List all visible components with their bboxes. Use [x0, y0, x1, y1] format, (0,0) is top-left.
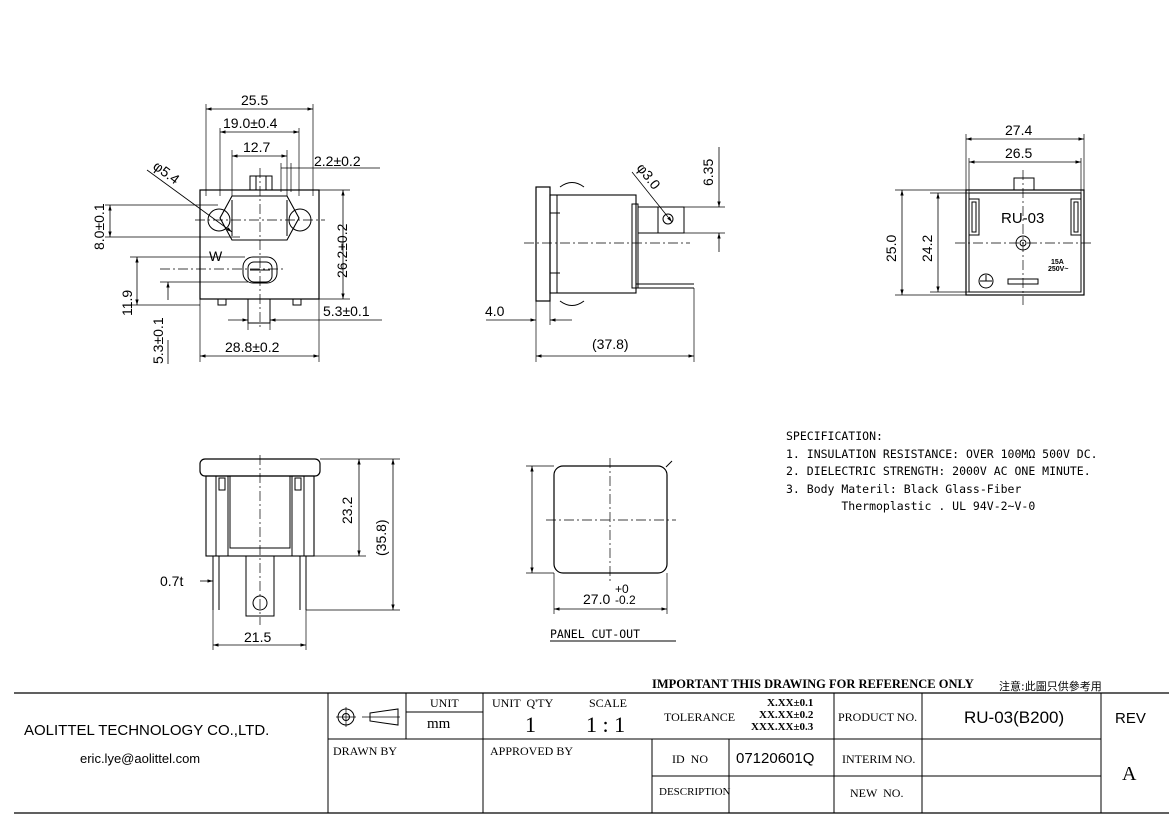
reference-notice: IMPORTANT THIS DRAWING FOR REFERENCE ONL…	[652, 677, 974, 691]
dim-27-0-tol-minus: -0.2	[615, 593, 636, 607]
unit-qty-label: UNIT Q'TY	[492, 696, 554, 710]
side-view: φ3.0 6.35 4.0 (37.8)	[485, 147, 725, 362]
company-email[interactable]: eric.lye@aolittel.com	[80, 751, 201, 766]
spec-line-3: 3. Body Materil: Black Glass-Fiber	[786, 481, 1022, 496]
id-no-label: ID NO	[672, 752, 708, 766]
back-model-label: RU-03	[1001, 210, 1044, 227]
projection-cone-icon	[369, 708, 399, 726]
rev-value: A	[1122, 763, 1137, 785]
dim-24-2: 24.2	[919, 235, 935, 262]
dim-35-8: (35.8)	[373, 519, 389, 556]
dim-2-2: 2.2±0.2	[314, 153, 361, 169]
tolerance-1: X.XX±0.1	[767, 697, 814, 709]
new-no-label: NEW NO.	[850, 786, 904, 800]
tolerance-2: XX.XX±0.2	[759, 709, 814, 721]
product-no: RU-03(B200)	[964, 708, 1065, 727]
scale-label: SCALE	[589, 696, 628, 710]
unit-value: mm	[427, 716, 451, 732]
spec-line-2: 2. DIELECTRIC STRENGTH: 2000V AC ONE MIN…	[786, 464, 1091, 478]
spec-heading: SPECIFICATION:	[786, 429, 883, 443]
title-block-frame	[14, 692, 1169, 814]
bottom-view: 23.2 (35.8) 0.7t 21.5	[160, 455, 400, 650]
dim-25-0: 25.0	[883, 235, 899, 262]
unit-label: UNIT	[430, 696, 459, 710]
dim-23-2: 23.2	[339, 497, 355, 524]
dim-12-7: 12.7	[243, 139, 270, 155]
description-label: DESCRIPTION	[659, 786, 731, 798]
dim-5-3-left: 5.3±0.1	[150, 317, 166, 364]
back-view: 27.4 26.5 25.0 24.2 RU-03 15A 250V~	[883, 122, 1092, 305]
dim-0-7t: 0.7t	[160, 573, 183, 589]
dim-6-35: 6.35	[700, 159, 716, 186]
spec-line-4: Thermoplastic . UL 94V-2~V-0	[786, 499, 1036, 513]
dim-19-0: 19.0±0.4	[223, 115, 278, 131]
dim-27-4: 27.4	[1005, 122, 1032, 138]
tolerance-label: TOLERANCE	[664, 710, 736, 724]
dim-phi-3-0: φ3.0	[634, 160, 664, 193]
drawn-by-label: DRAWN BY	[333, 744, 398, 758]
interim-no-label: INTERIM NO.	[842, 752, 916, 766]
panel-cutout-view: 27.0 +0 -0.2 PANEL CUT-OUT	[526, 458, 676, 642]
dim-21-5: 21.5	[244, 629, 271, 645]
rev-label: REV	[1115, 710, 1146, 727]
back-rating-1: 15A	[1051, 259, 1064, 266]
reference-notice-chinese: 注意:此圖只供參考用	[999, 680, 1102, 693]
scale-value: 1 : 1	[586, 712, 626, 737]
dim-4-0: 4.0	[485, 303, 505, 319]
tolerance-3: XXX.XX±0.3	[751, 721, 814, 733]
company-name: AOLITTEL TECHNOLOGY CO.,LTD.	[24, 722, 270, 739]
panel-cutout-title: PANEL CUT-OUT	[550, 627, 640, 641]
dim-27-0: 27.0	[583, 591, 610, 607]
front-view: 25.5 19.0±0.4 12.7 2.2±0.2 φ5.4 8.0±0.1 …	[91, 92, 382, 364]
dim-26-5: 26.5	[1005, 145, 1032, 161]
approved-by-label: APPROVED BY	[490, 744, 574, 758]
back-rating-2: 250V~	[1048, 266, 1068, 273]
product-no-label: PRODUCT NO.	[838, 710, 918, 724]
id-no: 07120601Q	[736, 750, 815, 767]
ground-w-mark: W	[209, 248, 223, 264]
dim-8-0: 8.0±0.1	[91, 203, 107, 250]
specification-block: SPECIFICATION: 1. INSULATION RESISTANCE: …	[786, 428, 1098, 516]
dim-phi-5-4: φ5.4	[150, 157, 183, 187]
dim-37-8: (37.8)	[592, 336, 629, 352]
qty-value: 1	[525, 712, 536, 737]
dim-25-5: 25.5	[241, 92, 268, 108]
dim-26-2: 26.2±0.2	[334, 223, 350, 278]
dim-27-0-tol-plus: +0	[615, 582, 629, 596]
spec-line-1: 1. INSULATION RESISTANCE: OVER 100MΩ 500…	[786, 446, 1098, 461]
dim-11-9: 11.9	[119, 290, 135, 316]
dim-5-3-right: 5.3±0.1	[323, 303, 370, 319]
dim-28-8: 28.8±0.2	[225, 339, 280, 355]
